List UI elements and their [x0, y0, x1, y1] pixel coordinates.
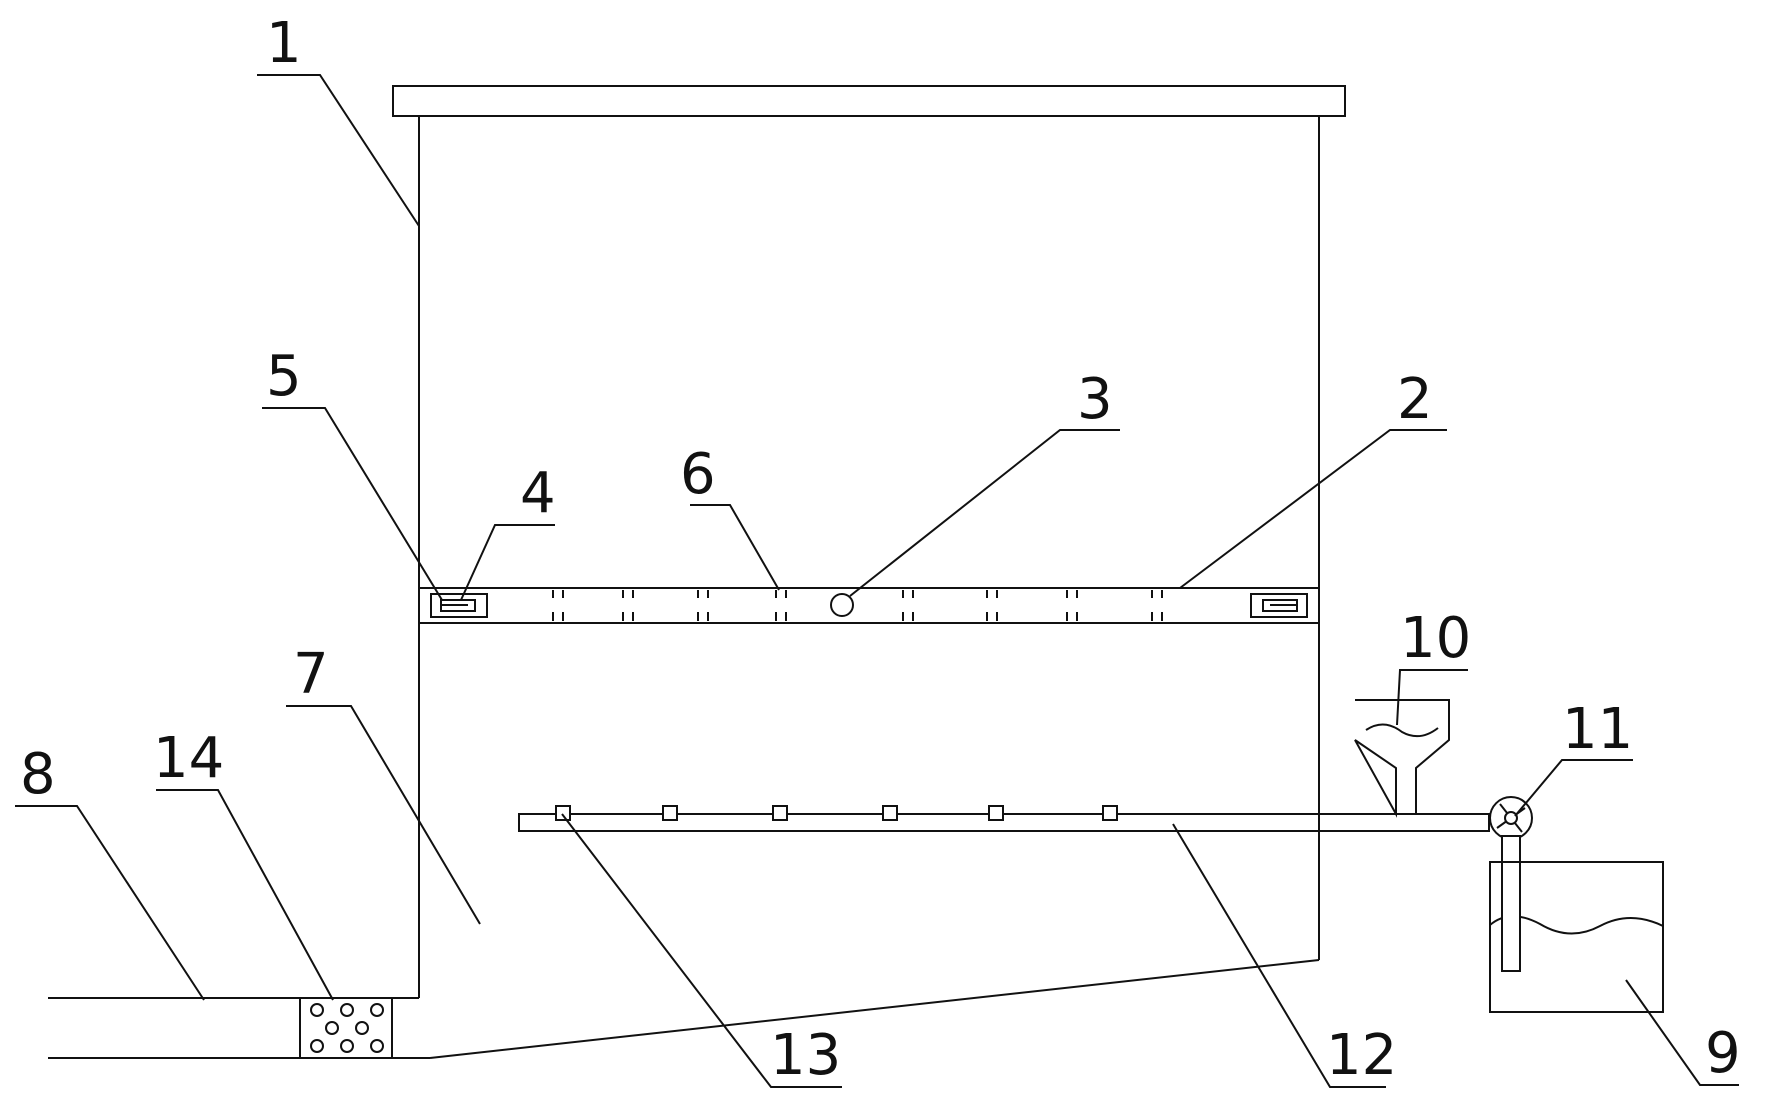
leader-2	[1179, 429, 1447, 589]
filter-hole	[310, 1003, 324, 1017]
filter-hole	[325, 1021, 339, 1035]
callout-labels: 1 2 3 4 5 6 7 8 9 10 11 12 13 14	[20, 11, 1741, 1088]
left-bearing	[430, 593, 488, 618]
label-14: 14	[153, 726, 224, 791]
right-bearing	[1250, 593, 1308, 618]
filter-hole	[355, 1021, 369, 1035]
suction-pipe-mask	[1503, 905, 1519, 965]
leader-14	[156, 789, 334, 1001]
spray-nozzle	[988, 805, 1004, 821]
spray-nozzle	[882, 805, 898, 821]
spray-nozzle	[555, 805, 571, 821]
filter-block	[299, 997, 393, 1059]
leader-1	[257, 74, 420, 227]
filter-hole	[370, 1039, 384, 1053]
tank-lid	[392, 85, 1346, 117]
water-tank	[1489, 861, 1664, 1013]
spray-nozzle	[662, 805, 678, 821]
label-11: 11	[1562, 697, 1633, 762]
filter-hole	[340, 1039, 354, 1053]
filter-holes	[310, 1003, 384, 1053]
spray-nozzles	[555, 805, 1118, 821]
label-5: 5	[266, 344, 302, 409]
additive-hopper	[1354, 699, 1450, 818]
label-7: 7	[293, 642, 329, 707]
label-10: 10	[1400, 606, 1471, 671]
leader-5	[262, 407, 443, 601]
label-2: 2	[1397, 367, 1433, 432]
sloped-floor	[429, 959, 1320, 1059]
leader-13	[561, 813, 842, 1088]
leader-3	[849, 429, 1120, 597]
leader-7	[286, 705, 481, 925]
rotation-shaft	[830, 593, 854, 617]
spray-nozzle	[1102, 805, 1118, 821]
label-13: 13	[770, 1023, 841, 1088]
spray-nozzle	[772, 805, 788, 821]
label-8: 8	[20, 742, 56, 807]
leader-9	[1625, 979, 1739, 1086]
leader-10	[1396, 669, 1468, 726]
label-1: 1	[266, 11, 302, 76]
sieve-plate	[418, 587, 1320, 624]
filter-hole	[340, 1003, 354, 1017]
hopper-material-surface	[1365, 723, 1439, 738]
filter-hole	[310, 1039, 324, 1053]
filter-hole	[370, 1003, 384, 1017]
sieve-slots	[552, 590, 1163, 621]
leader-6	[690, 504, 780, 591]
label-6: 6	[680, 442, 716, 507]
label-9: 9	[1705, 1021, 1741, 1086]
label-4: 4	[520, 461, 556, 526]
leader-8	[15, 805, 205, 1001]
pump-hub	[1504, 811, 1518, 825]
leader-12	[1172, 823, 1386, 1088]
label-12: 12	[1326, 1023, 1397, 1088]
leader-11	[1514, 759, 1633, 817]
leader-lines	[15, 74, 1739, 1088]
label-3: 3	[1077, 367, 1113, 432]
leader-4	[460, 524, 555, 601]
